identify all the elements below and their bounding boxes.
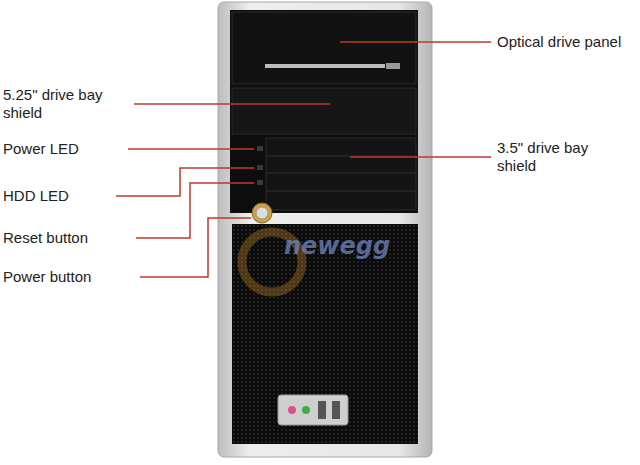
- power-button: [252, 203, 272, 223]
- watermark: newegg: [284, 232, 390, 260]
- drive-shield: [266, 138, 416, 210]
- disc-slot: [265, 64, 385, 68]
- leader-line: [340, 41, 491, 43]
- leader-line: [140, 218, 251, 277]
- part-label: Optical drive panel: [497, 33, 621, 51]
- part-label: Reset button: [3, 229, 88, 247]
- power-button-cap: [256, 207, 268, 219]
- usb-port: [318, 401, 326, 419]
- leader-line: [128, 148, 254, 150]
- case-frame: [218, 2, 432, 457]
- mesh-panel: [232, 224, 418, 444]
- port-panel: [278, 395, 348, 425]
- part-label: Power LED: [3, 140, 79, 158]
- part-label: HDD LED: [3, 187, 69, 205]
- leader-line: [134, 103, 330, 105]
- part-label: 5.25" drive bay shield: [3, 86, 128, 122]
- eject-button: [386, 63, 400, 69]
- led: [257, 146, 263, 151]
- optical-drive: [232, 12, 416, 84]
- leader-line: [116, 168, 254, 196]
- leader-line: [350, 156, 491, 158]
- shield-seam: [266, 191, 416, 192]
- audio-jack: [288, 406, 296, 414]
- leader-line: [136, 183, 254, 238]
- bay-panel: [230, 10, 418, 213]
- shield-seam: [266, 173, 416, 174]
- part-label: 3.5" drive bay shield: [497, 139, 622, 175]
- reset-switch: [257, 180, 263, 185]
- part-label: Power button: [3, 268, 91, 286]
- audio-jack: [302, 406, 310, 414]
- usb-port: [332, 401, 340, 419]
- led: [257, 165, 263, 170]
- drive-shield: [232, 88, 416, 134]
